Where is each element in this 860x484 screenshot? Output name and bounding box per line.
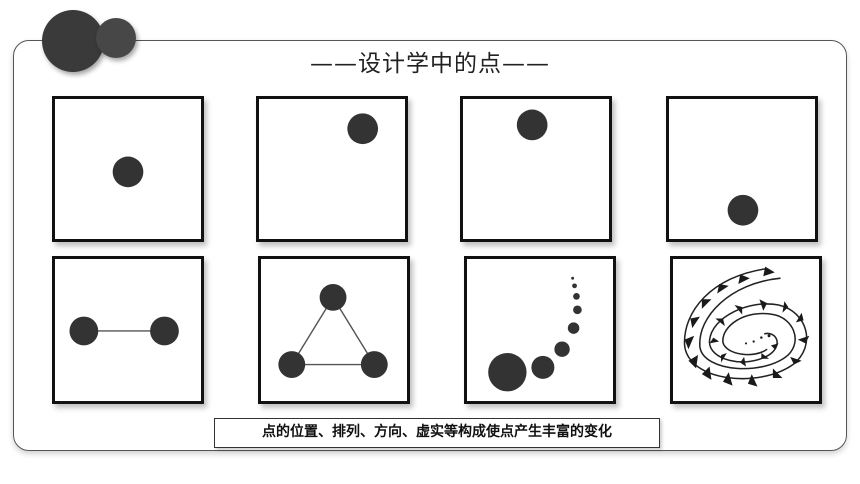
dot [278, 351, 306, 378]
content-frame [13, 40, 847, 451]
dot [112, 156, 144, 188]
panel-dot-bottom-right [666, 96, 818, 242]
dot [573, 305, 582, 315]
dot [488, 353, 527, 392]
dot [727, 194, 759, 226]
dot [567, 322, 580, 334]
dot [69, 316, 99, 346]
triangle-lines [290, 296, 376, 366]
panel-curved-dot-sequence [464, 256, 616, 404]
spiral-inner [699, 277, 796, 370]
slide-title: ——设计学中的点—— [310, 51, 550, 77]
decorative-circle-large [42, 10, 104, 72]
dot [150, 316, 179, 346]
dot [554, 341, 570, 357]
panel-triangle-dots [258, 256, 410, 404]
dot [531, 355, 555, 379]
dot [571, 276, 575, 280]
dot [347, 113, 379, 145]
dot [360, 351, 388, 378]
panel-two-dots-line [52, 256, 204, 404]
dot [319, 283, 347, 311]
dot [573, 293, 580, 300]
panel-dot-top-right [256, 96, 408, 242]
decorative-circle-small [96, 18, 136, 58]
caption-box: 点的位置、排列、方向、虚实等构成使点产生丰富的变化 [214, 418, 660, 448]
dot [516, 109, 548, 141]
dot [572, 283, 577, 289]
panel-dot-center [52, 96, 204, 242]
spiral-outer [683, 267, 808, 380]
panel-dot-top-center [460, 96, 612, 242]
panel-spiral-dots [670, 256, 822, 404]
